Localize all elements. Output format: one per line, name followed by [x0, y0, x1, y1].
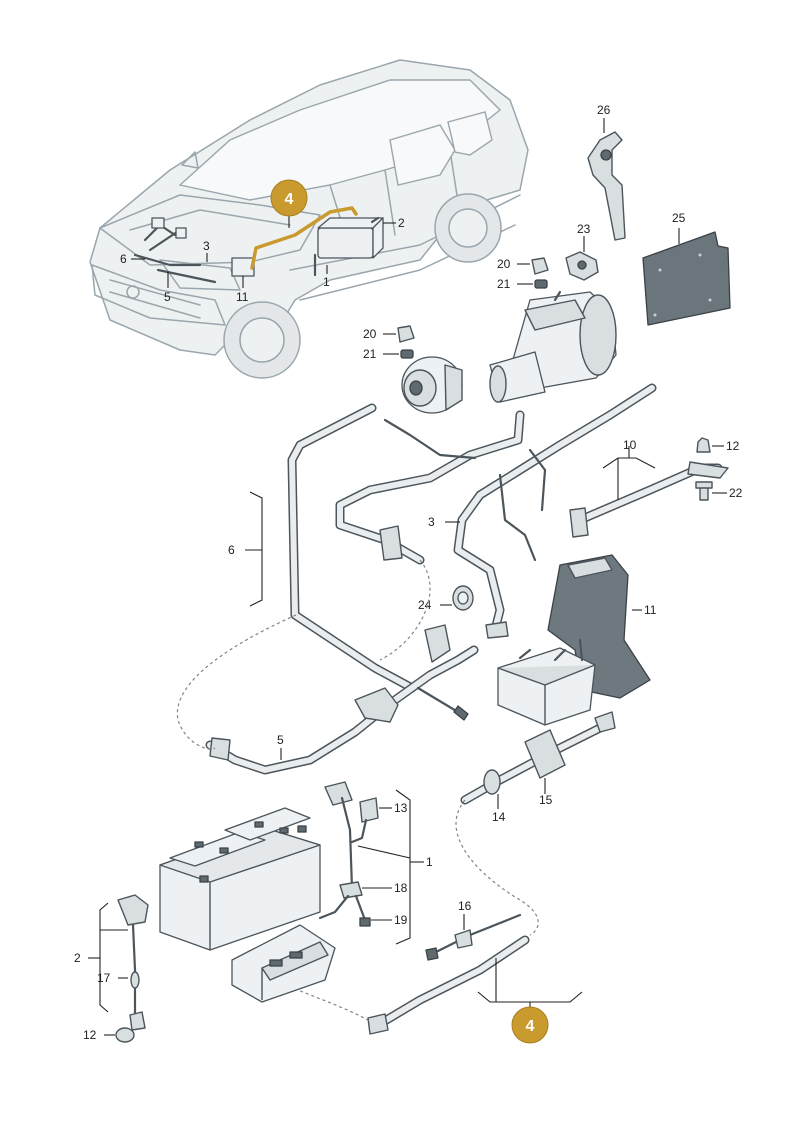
callout-3-car: 3: [203, 239, 210, 253]
badge-bottom-label: 4: [526, 1018, 535, 1035]
car-battery-icon: [317, 227, 374, 259]
part-20-21-nuts-top: 20 21: [497, 257, 549, 291]
part-25-insulation-mat: 25: [642, 211, 731, 326]
cable-6: 6: [228, 403, 417, 693]
callout-14: 14: [492, 810, 506, 824]
callout-2: 2: [74, 951, 81, 965]
part-23-clip: 23: [565, 222, 599, 281]
callout-6: 6: [228, 543, 235, 557]
part-20-21-nuts-mid: 20 21: [363, 325, 415, 361]
callout-20-top: 20: [497, 257, 511, 271]
badge-bottom: 4: [511, 1002, 549, 1044]
callout-13: 13: [394, 801, 408, 815]
callout-19: 19: [394, 913, 408, 927]
part-12-22-nut-bolt: 12 22: [695, 437, 743, 501]
callout-20-mid: 20: [363, 327, 377, 341]
callout-5: 5: [277, 733, 284, 747]
callout-1: 1: [426, 855, 433, 869]
part-26-bracket: 26: [587, 103, 626, 241]
badge-top: 4: [270, 179, 308, 217]
callout-24: 24: [418, 598, 432, 612]
part-14-15-grommet: 15 14: [460, 711, 616, 824]
callout-17: 17: [97, 971, 111, 985]
callout-16: 16: [458, 899, 472, 913]
callout-1-car: 1: [323, 275, 330, 289]
callout-26: 26: [597, 103, 611, 117]
part-starter-motor: [489, 290, 617, 403]
highlighted-cable: [250, 206, 358, 270]
callout-2-car: 2: [398, 216, 405, 230]
badge-top-label: 4: [285, 191, 294, 208]
callout-11: 11: [644, 603, 657, 617]
cable-5: 5: [205, 624, 479, 775]
cable-alternator: [335, 410, 525, 565]
part-battery-sensor-harness: 13 18 19 1: [318, 781, 433, 945]
cable-3: 3: [428, 383, 657, 639]
part-11-fuse-holder: 11: [547, 554, 657, 699]
callout-12-right: 12: [726, 439, 740, 453]
part-alternator: [401, 356, 463, 414]
car-callouts: 2 1 3 6 5 11: [120, 216, 405, 304]
callout-10: 10: [623, 438, 637, 452]
callout-6-car: 6: [120, 252, 127, 266]
callout-22: 22: [729, 486, 743, 500]
callout-15: 15: [539, 793, 553, 807]
callout-18: 18: [394, 881, 408, 895]
callout-21-top: 21: [497, 277, 511, 291]
part-terminal-cover: [231, 924, 336, 1003]
part-16-cable-and-ground: 16: [367, 899, 583, 1035]
callout-11-car: 11: [236, 290, 249, 304]
callout-25: 25: [672, 211, 686, 225]
callout-3: 3: [428, 515, 435, 529]
part-battery-block: [497, 638, 596, 726]
callout-12-left: 12: [83, 1028, 97, 1042]
callout-23: 23: [577, 222, 591, 236]
part-2-17-12-ground-strap: 2 17 12: [74, 894, 149, 1043]
callout-5-car: 5: [164, 290, 171, 304]
part-main-battery: [159, 807, 321, 951]
vehicle-illustration: [89, 59, 529, 379]
cable-10: 10: [569, 438, 729, 538]
callout-21-mid: 21: [363, 347, 377, 361]
